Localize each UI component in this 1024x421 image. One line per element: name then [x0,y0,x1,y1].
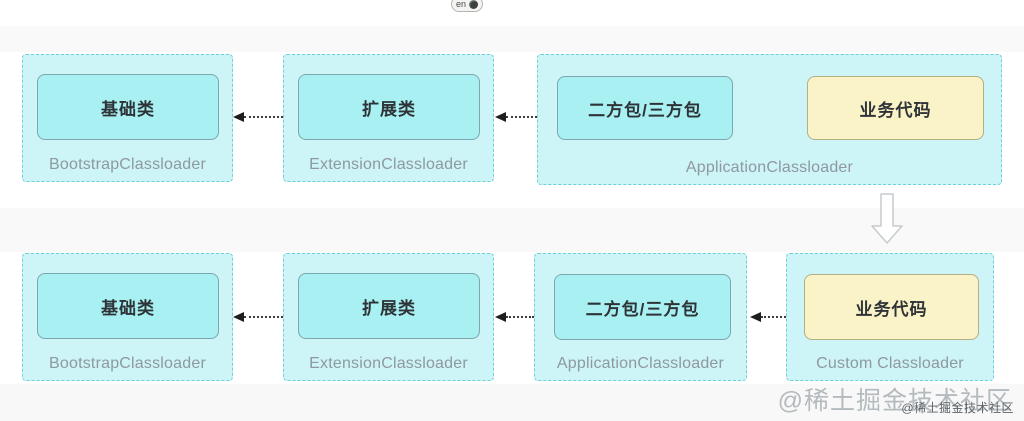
class-box-text: 二方包/三方包 [588,100,702,120]
container-label: Custom Classloader [816,355,964,372]
class-box-second-third-party-packages: 二方包/三方包 [557,76,733,140]
class-box-second-third-party-packages: 二方包/三方包 [554,274,731,340]
container-application-classloader-top: 二方包/三方包 业务代码 ApplicationClassloader [537,54,1002,185]
class-box-text: 扩展类 [362,99,416,119]
container-extension-classloader-top: 扩展类 ExtensionClassloader [283,54,494,182]
class-box-extension-classes: 扩展类 [298,74,480,140]
container-bootstrap-classloader-top: 基础类 BootstrapClassloader [22,54,233,182]
class-box-text: 业务代码 [855,299,928,319]
background-band [0,26,1024,52]
dotted-left-arrow [233,312,283,322]
container-label: ExtensionClassloader [309,156,468,173]
container-custom-classloader: 业务代码 Custom Classloader [786,253,994,381]
class-box-text: 基础类 [101,99,155,119]
class-box-business-code: 业务代码 [807,76,984,140]
watermark-juejin-small: @稀土掘金技术社区 [901,401,1014,415]
class-box-base-classes: 基础类 [37,273,219,339]
class-box-base-classes: 基础类 [37,74,219,140]
class-box-text: 扩展类 [362,298,416,318]
container-application-classloader-bottom: 二方包/三方包 ApplicationClassloader [534,253,747,381]
language-badge[interactable]: en [451,0,484,12]
class-box-business-code: 业务代码 [804,274,979,340]
container-bootstrap-classloader-bottom: 基础类 BootstrapClassloader [22,253,233,381]
container-label: ExtensionClassloader [309,355,468,372]
dotted-left-arrow [495,312,534,322]
language-badge-label: en [456,0,467,9]
class-box-text: 基础类 [101,298,155,318]
class-box-text: 业务代码 [859,100,932,120]
dotted-left-arrow [750,312,786,322]
container-label: BootstrapClassloader [49,156,206,173]
dotted-left-arrow [233,112,283,122]
container-label: ApplicationClassloader [556,355,725,372]
container-label: BootstrapClassloader [49,355,206,372]
dotted-left-arrow [495,112,537,122]
container-label: ApplicationClassloader [685,159,854,176]
down-block-arrow [871,193,903,244]
watermark-juejin-large: @稀土掘金技术社区 [777,387,1012,415]
container-extension-classloader-bottom: 扩展类 ExtensionClassloader [283,253,494,381]
class-box-extension-classes: 扩展类 [298,273,480,339]
class-box-text: 二方包/三方包 [585,299,700,319]
dark-dot-icon [469,0,479,9]
